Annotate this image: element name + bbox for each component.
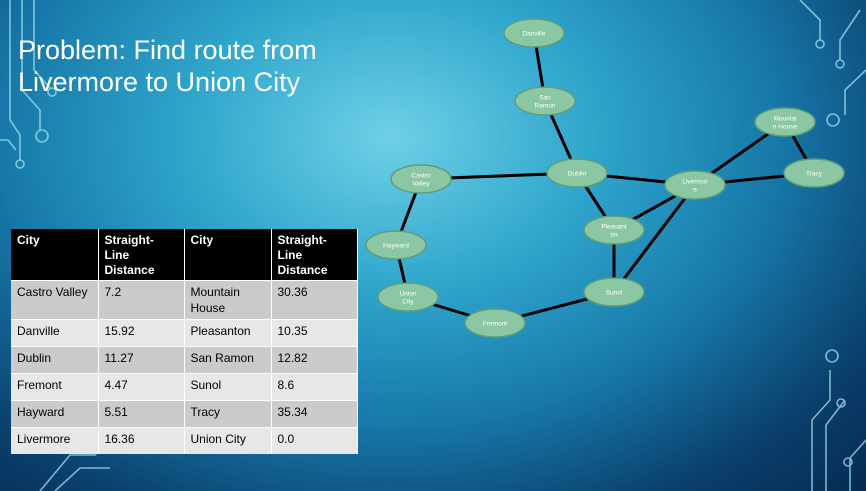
table-cell: 0.0 [271, 427, 358, 454]
node-shape [583, 277, 645, 307]
table-cell: Danville [11, 319, 99, 347]
node-label: Sunol [606, 289, 623, 296]
node-hayward: Hayward [365, 230, 427, 260]
table-cell: 16.36 [98, 427, 185, 454]
graph-nodes: DanvilleSanRamonCastroValleyDublinLiverm… [365, 18, 845, 338]
node-label: on [610, 231, 618, 238]
node-label: Hayward [383, 242, 409, 249]
table-cell: 5.51 [98, 400, 185, 428]
node-shape [377, 282, 439, 312]
table-cell: 10.35 [271, 319, 358, 347]
node-dublin: Dublin [546, 158, 608, 188]
table-row: Castro Valley 7.2 Mountain House 30.36 [11, 280, 358, 320]
node-pleasanton: Pleasanton [583, 215, 645, 245]
node-label: Union [400, 290, 417, 297]
node-label: Ramon [535, 102, 556, 109]
node-danville: Danville [503, 18, 565, 48]
node-shape [783, 158, 845, 188]
node-shape [503, 18, 565, 48]
title-line-2: Livermore to Union City [18, 67, 301, 97]
table-cell: 12.82 [271, 346, 358, 374]
node-shape [546, 158, 608, 188]
node-label: Livermor [682, 178, 708, 185]
table-row: Fremont 4.47 Sunol 8.6 [11, 373, 358, 401]
node-label: Pleasant [601, 223, 626, 230]
table-cell: Sunol [184, 373, 272, 401]
table-row: Hayward 5.51 Tracy 35.34 [11, 400, 358, 428]
table-cell: 15.92 [98, 319, 185, 347]
node-label: Dublin [568, 170, 587, 177]
node-label: Danville [522, 30, 546, 37]
node-sunol: Sunol [583, 277, 645, 307]
header-distance-2: Straight-Line Distance [271, 229, 358, 281]
table-cell: 4.47 [98, 373, 185, 401]
table-row: Danville 15.92 Pleasanton 10.35 [11, 319, 358, 347]
title-line-1: Problem: Find route from [18, 35, 317, 65]
node-fremont: Fremont [464, 308, 526, 338]
node-label: Valley [412, 180, 430, 187]
table-cell: Livermore [11, 427, 99, 454]
table-cell: 8.6 [271, 373, 358, 401]
node-shape [514, 86, 576, 116]
node-label: Castro [411, 172, 431, 179]
node-label: n House [773, 123, 798, 130]
table-cell: Tracy [184, 400, 272, 428]
table-cell: Hayward [11, 400, 99, 428]
slide-title: Problem: Find route from Livermore to Un… [18, 34, 378, 98]
node-label: Fremont [483, 320, 507, 327]
table-row: Dublin 11.27 San Ramon 12.82 [11, 346, 358, 374]
header-city-1: City [11, 229, 99, 281]
table-cell: San Ramon [184, 346, 272, 374]
node-shape [664, 170, 726, 200]
node-mountainhouse: Mountain House [754, 107, 816, 137]
table-cell: 35.34 [271, 400, 358, 428]
node-label: City [402, 298, 414, 305]
table-cell: Mountain House [184, 280, 272, 320]
table-cell: 30.36 [271, 280, 358, 320]
node-tracy: Tracy [783, 158, 845, 188]
table-cell: Castro Valley [11, 280, 99, 320]
table-cell: Union City [184, 427, 272, 454]
header-distance-1: Straight-Line Distance [98, 229, 185, 281]
table-header-row: City Straight-Line Distance City Straigh… [11, 229, 358, 281]
node-label: San [539, 94, 551, 101]
node-livermore: Livermore [664, 170, 726, 200]
node-shape [754, 107, 816, 137]
node-shape [365, 230, 427, 260]
node-label: Mountai [773, 115, 796, 122]
edge-livermore-sunol [612, 184, 697, 293]
table-cell: 7.2 [98, 280, 185, 320]
node-shape [583, 215, 645, 245]
node-shape [390, 164, 452, 194]
node-shape [464, 308, 526, 338]
node-label: e [693, 186, 697, 193]
distance-table: City Straight-Line Distance City Straigh… [11, 229, 358, 454]
table-cell: Fremont [11, 373, 99, 401]
node-label: Tracy [806, 170, 823, 177]
header-city-2: City [184, 229, 272, 281]
table-cell: Pleasanton [184, 319, 272, 347]
table-row: Livermore 16.36 Union City 0.0 [11, 427, 358, 454]
table-cell: 11.27 [98, 346, 185, 374]
table-cell: Dublin [11, 346, 99, 374]
